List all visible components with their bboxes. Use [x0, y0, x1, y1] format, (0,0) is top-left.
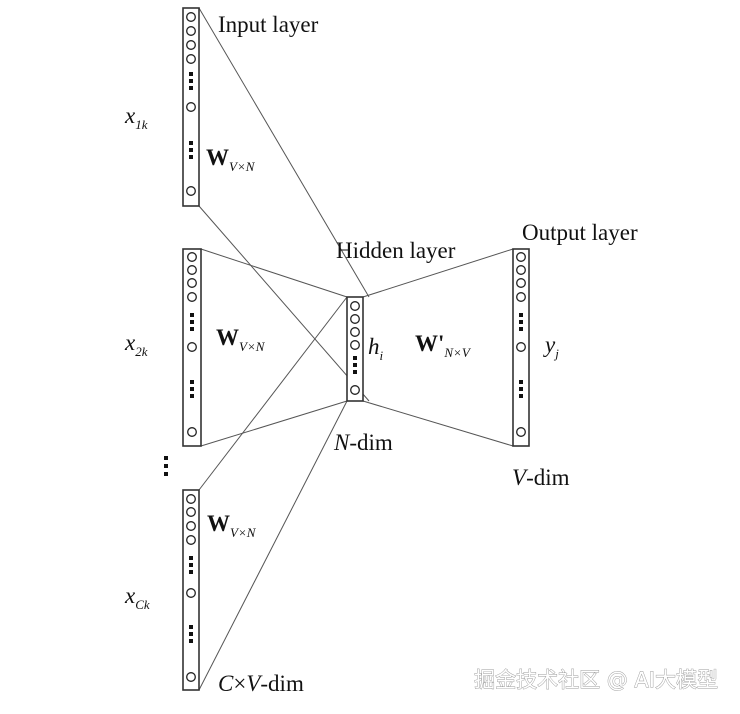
ellipsis-dot: [190, 387, 194, 391]
weight-label-1: WV×N: [206, 145, 256, 174]
neuron-node: [186, 26, 196, 36]
connection-line: [200, 400, 348, 447]
neuron-node: [187, 427, 197, 437]
ellipsis-dot: [189, 639, 193, 643]
ellipsis-dot: [519, 327, 523, 331]
neuron-node: [350, 301, 360, 311]
neuron-node: [516, 252, 526, 262]
ellipsis-dot: [189, 79, 193, 83]
ellipsis-dot: [189, 155, 193, 159]
neuron-node: [186, 54, 196, 64]
ellipsis-dot: [353, 363, 357, 367]
ellipsis-dot: [519, 313, 523, 317]
neuron-node: [516, 278, 526, 288]
neuron-node: [186, 12, 196, 22]
ellipsis-dot: [519, 320, 523, 324]
neuron-node: [350, 340, 360, 350]
ellipsis-dot: [519, 387, 523, 391]
hidden-unit-label: hi: [368, 334, 384, 363]
ellipsis-dot: [190, 380, 194, 384]
neuron-node: [516, 265, 526, 275]
ellipsis-dot: [190, 327, 194, 331]
input-vector-1: [182, 7, 200, 207]
input-dim-label: C×V-dim: [218, 671, 304, 696]
output-weight-label: W'N×V: [415, 331, 472, 360]
neuron-node: [186, 40, 196, 50]
hidden-vector: [346, 296, 364, 402]
ellipsis-dot: [190, 320, 194, 324]
connection-line: [198, 7, 370, 298]
ellipsis-dot: [189, 148, 193, 152]
ellipsis-dot: [519, 394, 523, 398]
input-label-1: x1k: [124, 103, 148, 132]
output-unit-label: yj: [543, 332, 559, 361]
ellipsis-dot: [353, 370, 357, 374]
output-dim-label: V-dim: [512, 465, 570, 490]
ellipsis-dot: [353, 356, 357, 360]
ellipsis-dot: [189, 86, 193, 90]
vertical-ellipsis: [164, 456, 168, 476]
neuron-node: [186, 494, 196, 504]
neuron-node: [186, 186, 196, 196]
neuron-node: [516, 292, 526, 302]
connection-line: [362, 248, 514, 298]
weight-label-2: WV×N: [216, 325, 266, 354]
ellipsis-dot: [189, 141, 193, 145]
ellipsis-dot: [189, 556, 193, 560]
input-label-c: xCk: [124, 583, 150, 612]
neuron-node: [187, 278, 197, 288]
neuron-node: [186, 588, 196, 598]
neuron-node: [187, 342, 197, 352]
ellipsis-dot: [189, 72, 193, 76]
connection-line: [198, 400, 348, 691]
connection-line: [198, 296, 348, 491]
ellipsis-dot: [190, 313, 194, 317]
input-label-2: x2k: [124, 330, 148, 359]
watermark-text: 掘金技术社区 @ AI大模型: [474, 668, 718, 692]
weight-label-c: WV×N: [207, 511, 257, 540]
neuron-node: [350, 327, 360, 337]
connection-line: [198, 205, 370, 402]
neuron-node: [187, 252, 197, 262]
ellipsis-dot: [189, 625, 193, 629]
neuron-node: [186, 535, 196, 545]
neuron-node: [516, 427, 526, 437]
connection-line: [362, 400, 514, 447]
neuron-node: [350, 385, 360, 395]
input-layer-title: Input layer: [218, 12, 319, 37]
neuron-node: [516, 342, 526, 352]
ellipsis-dot: [189, 563, 193, 567]
connection-lines: [198, 7, 514, 691]
hidden-dim-label: N-dim: [333, 430, 393, 455]
neuron-node: [186, 102, 196, 112]
neuron-node: [186, 672, 196, 682]
neuron-node: [350, 314, 360, 324]
ellipsis-dot: [189, 632, 193, 636]
neuron-node: [186, 507, 196, 517]
ellipsis-dot: [189, 570, 193, 574]
ellipsis-dot: [519, 380, 523, 384]
output-layer-title: Output layer: [522, 220, 638, 245]
input-vector-c: [182, 489, 200, 691]
neuron-node: [187, 292, 197, 302]
connection-line: [200, 248, 348, 298]
hidden-layer-title: Hidden layer: [336, 238, 456, 263]
ellipsis-dot: [190, 394, 194, 398]
neuron-node: [187, 265, 197, 275]
input-vector-2: [182, 248, 202, 447]
neuron-node: [186, 521, 196, 531]
output-vector: [512, 248, 530, 447]
